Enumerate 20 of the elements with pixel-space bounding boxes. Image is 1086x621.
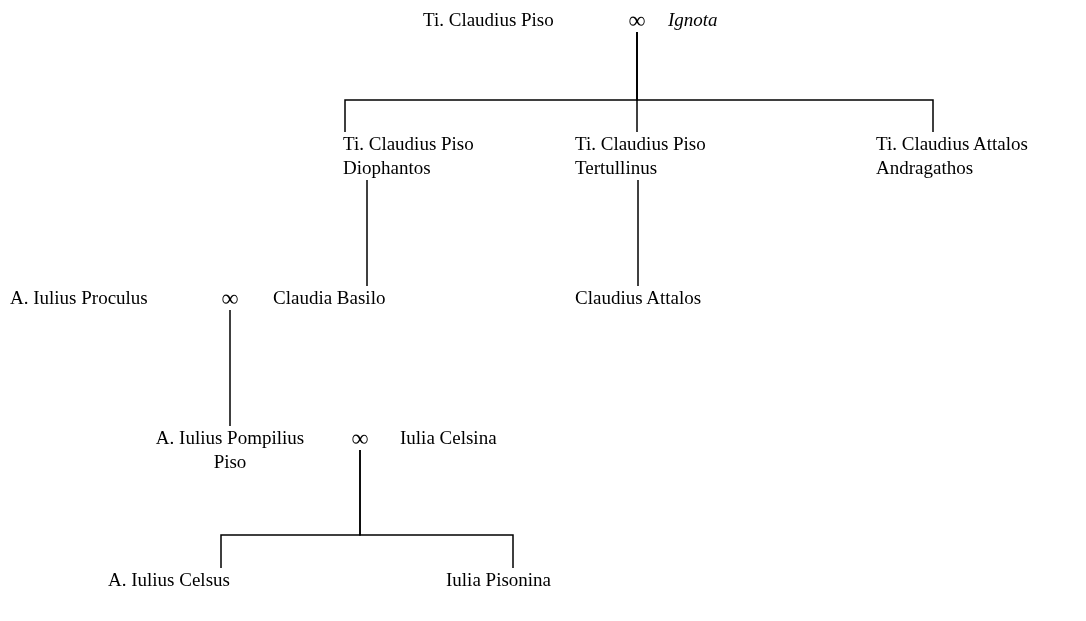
descent-line (636, 31, 934, 133)
person-name: Ti. Claudius Piso Tertullinus (575, 132, 735, 180)
person-name: A. Iulius Proculus (10, 286, 200, 310)
descent-line (366, 179, 368, 287)
marriage-sign: ∞ (348, 426, 372, 450)
person-name: Claudius Attalos (575, 286, 725, 310)
person-name: Ti. Claudius Piso Diophantos (343, 132, 503, 180)
person-name: Ti. Claudius Attalos Andragathos (876, 132, 1081, 180)
person-name: Iulia Celsina (400, 426, 524, 450)
person-name: Claudia Basilo (273, 286, 413, 310)
person-name: Ti. Claudius Piso (423, 8, 565, 32)
person-name: Iulia Pisonina (446, 568, 586, 592)
marriage-sign: ∞ (625, 8, 649, 32)
descent-line (229, 309, 231, 427)
descent-line (359, 449, 514, 569)
descent-line (637, 179, 639, 287)
person-name: Ignota (668, 8, 742, 32)
person-name: A. Iulius Pompilius Piso (140, 426, 320, 474)
person-name: A. Iulius Celsus (108, 568, 268, 592)
marriage-sign: ∞ (218, 286, 242, 310)
